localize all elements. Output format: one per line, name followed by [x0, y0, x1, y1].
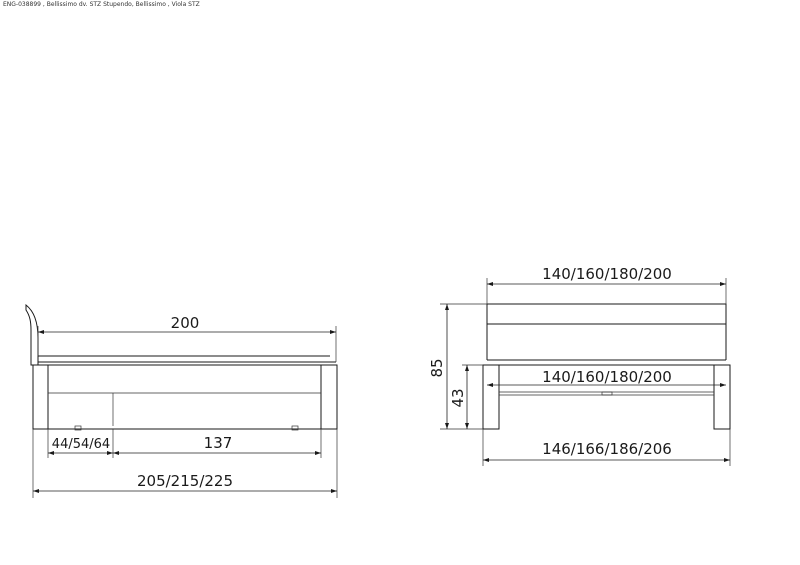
dim-outer-width-label: 146/166/186/206	[542, 440, 672, 458]
front-view: 140/160/180/200 140/160/180/200 85 43 14…	[428, 265, 731, 466]
dim-top-width-label: 140/160/180/200	[542, 265, 672, 283]
dim-drawer-label: 137	[204, 434, 233, 452]
bed-frame	[32, 364, 338, 430]
dim-base-height-label: 43	[449, 388, 467, 407]
drawer-handle	[601, 391, 613, 396]
dim-total-label: 205/215/225	[137, 472, 233, 490]
dim-inner-width-label: 140/160/180/200	[542, 368, 672, 386]
headboard-panel	[486, 303, 727, 325]
drawing-header: ENG-038899 , Bellissimo dv. STZ Stupendo…	[3, 1, 200, 8]
drawer-wheel	[291, 425, 299, 431]
frame-left-post	[482, 364, 500, 430]
headboard-outline	[25, 303, 39, 366]
dim-length-label: 200	[171, 314, 200, 332]
dim-height-label: 85	[428, 358, 446, 377]
drawer-wheel	[74, 425, 82, 431]
dim-headboard-label: 44/54/64	[52, 437, 110, 452]
frame-right-post	[713, 364, 731, 430]
side-view: 200 44/54/64 137 205/215/225	[25, 303, 338, 498]
